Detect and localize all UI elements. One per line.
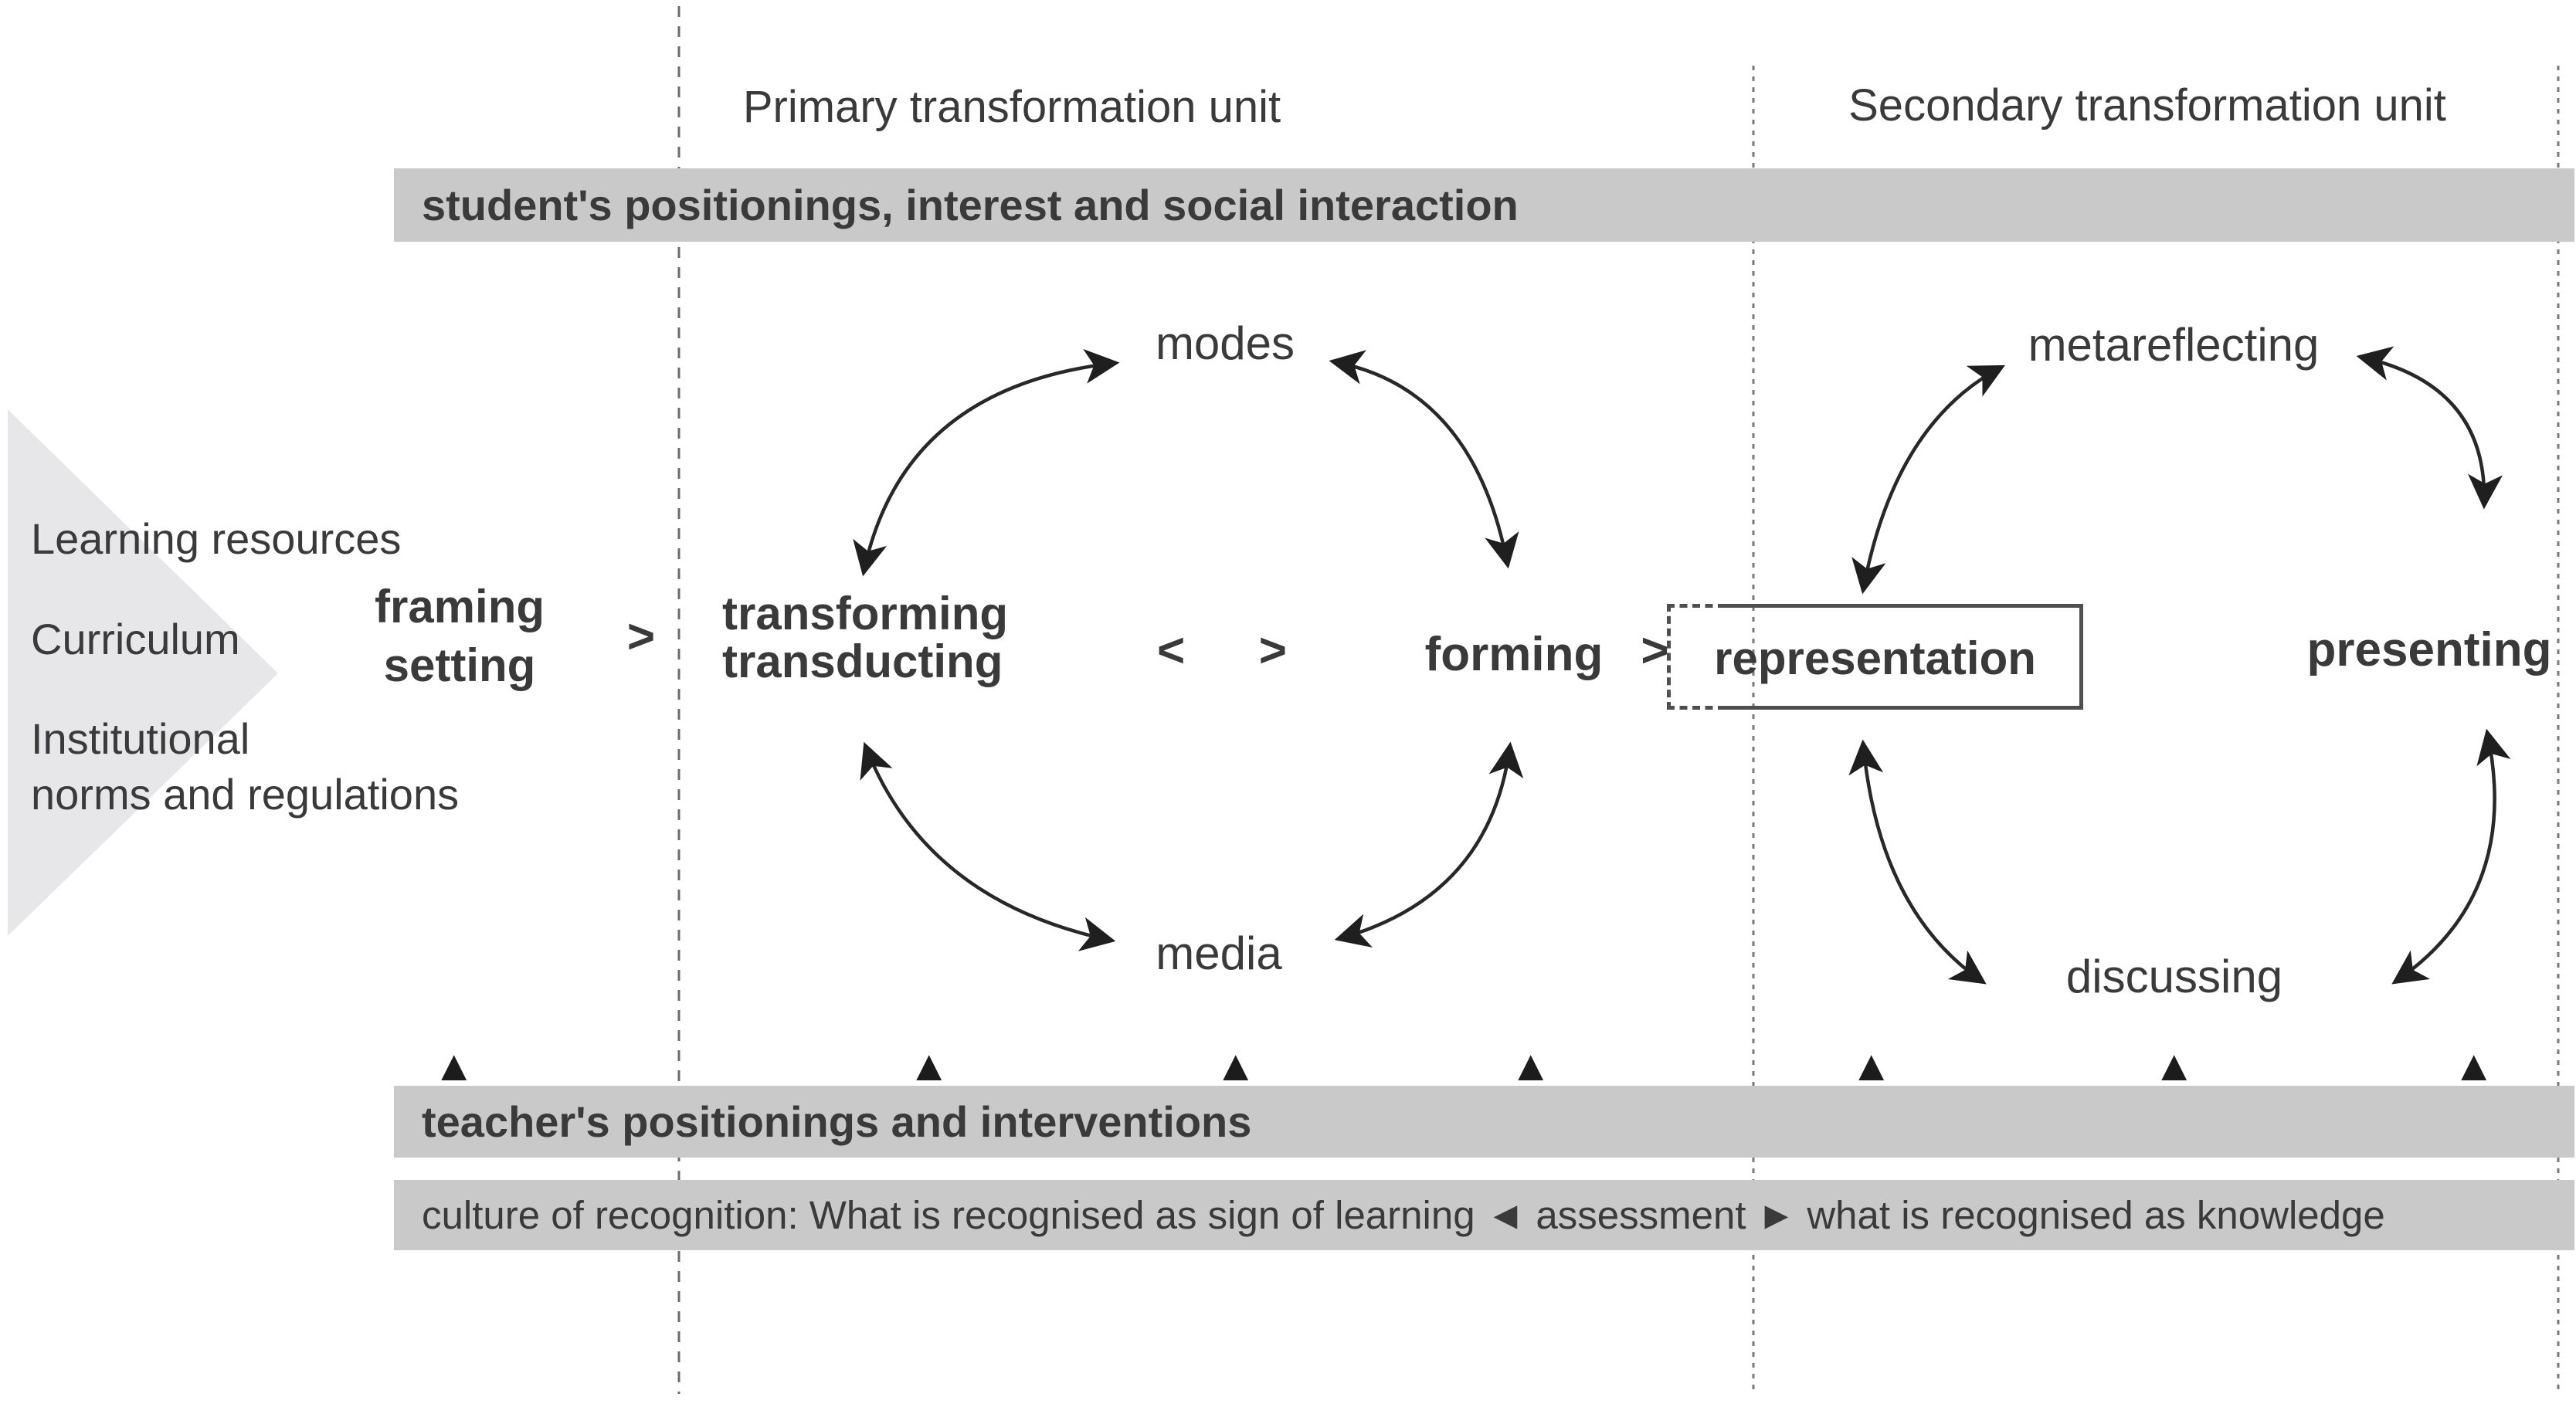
chevron-right-icon: > [1258,624,1287,677]
culture-of-recognition-bar: culture of recognition: What is recognis… [394,1180,2574,1250]
up-marker-icon: ▲ [433,1041,476,1090]
representation-label: representation [1714,632,2036,684]
discussing-label: discussing [2065,951,2283,1002]
presenting-label: presenting [2306,623,2552,676]
up-marker-icon: ▲ [2452,1041,2496,1090]
representation-box-dashed-cap [1667,604,1726,710]
up-marker-icon: ▲ [1214,1041,1257,1090]
forming-label: forming [1424,628,1604,681]
representation-box [1726,604,2083,710]
secondary-unit-title: Secondary transformation unit [1848,80,2446,131]
up-marker-icon: ▲ [1509,1041,1553,1090]
teacher-positionings-bar: teacher's positionings and interventions [394,1086,2574,1158]
context-curriculum: Curriculum [31,615,240,663]
chevron-right-icon: > [1641,624,1669,677]
compare-chevrons: < > [1157,623,1287,678]
teacher-positionings-label: teacher's positionings and interventions [422,1097,1252,1146]
arc-media-transforming [860,741,1116,951]
media-label: media [1156,927,1282,979]
arc-metareflecting-presenting [2356,346,2503,510]
framing-setting-label: framing setting [374,581,545,691]
student-positionings-label: student's positionings, interest and soc… [422,181,1519,229]
modes-label: modes [1155,317,1295,369]
metareflecting-label: metareflecting [2028,319,2320,371]
student-positionings-bar: student's positionings, interest and soc… [394,168,2574,242]
arc-presenting-discussing [2391,728,2511,985]
up-marker-icon: ▲ [2153,1041,2196,1090]
transforming-transducting-label: transforming transducting [722,588,1009,687]
arc-forming-media [1334,741,1524,948]
arc-representation-metareflecting [1851,364,2005,595]
primary-unit-title: Primary transformation unit [742,82,1281,132]
chevron-left-icon: < [1157,624,1186,677]
arc-discussing-representation [1848,739,1987,985]
context-institutional-norms: Institutional norms and regulations [31,714,460,819]
up-marker-icon: ▲ [908,1041,951,1090]
chevron-right-icon: > [626,610,656,663]
up-marker-icon: ▲ [1850,1041,1893,1090]
arc-modes-forming [1329,350,1519,569]
context-learning-resources: Learning resources [31,514,402,563]
culture-of-recognition-label: culture of recognition: What is recognis… [422,1193,2385,1237]
context-triangle-icon [8,409,278,936]
arc-transforming-modes [853,349,1120,577]
